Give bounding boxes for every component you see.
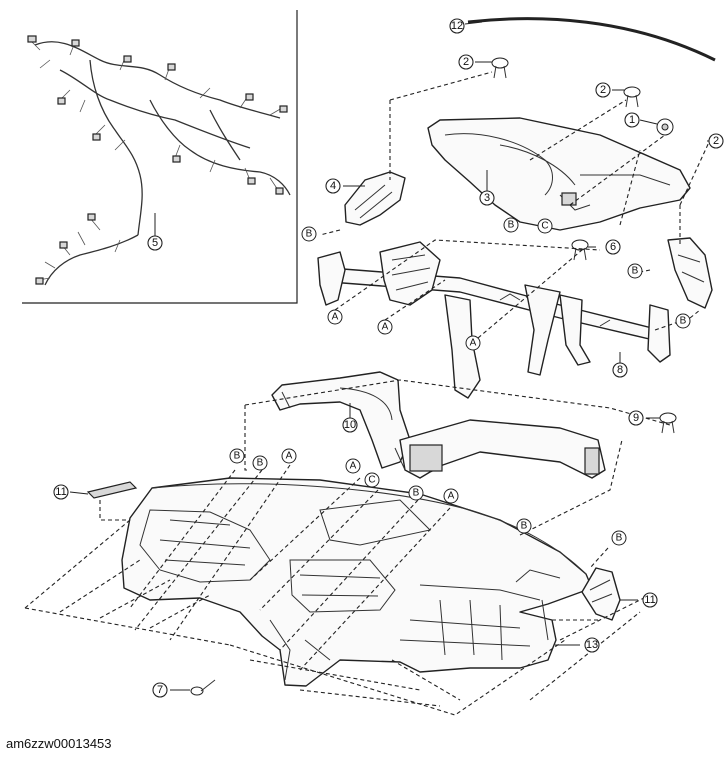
ref-a-5: A: [345, 458, 361, 474]
callout-11-right-label: 11: [644, 594, 655, 606]
dashboard: [121, 477, 593, 687]
svg-text:B: B: [508, 220, 515, 231]
svg-text:A: A: [332, 312, 339, 323]
callout-4: 4: [325, 178, 341, 194]
clip-2-b: [623, 86, 641, 108]
ref-b-6: B: [252, 455, 268, 471]
svg-text:C: C: [541, 221, 548, 232]
callout-2b-label: 2: [600, 84, 606, 96]
callout-13: 13: [584, 637, 600, 653]
center-ducts: [271, 371, 606, 479]
clip-2-a: [491, 57, 509, 79]
callout-2a-label: 2: [463, 56, 469, 68]
ref-b-7: B: [408, 485, 424, 501]
ref-b-3: B: [627, 263, 643, 279]
bracket-4: [343, 171, 406, 226]
side-trim-left: [69, 481, 138, 499]
ref-b-5: B: [229, 448, 245, 464]
wiring-harness: [27, 35, 291, 286]
callout-1-label: 1: [629, 114, 635, 126]
svg-text:A: A: [448, 491, 455, 502]
svg-text:A: A: [382, 322, 389, 333]
svg-text:B: B: [257, 458, 264, 469]
callout-9: 9: [628, 410, 644, 426]
callout-2-c: 2: [708, 133, 724, 149]
callout-3-label: 3: [484, 192, 490, 204]
svg-text:B: B: [306, 229, 313, 240]
callout-13-label: 13: [586, 639, 598, 651]
svg-text:C: C: [368, 475, 375, 486]
svg-text:A: A: [286, 451, 293, 462]
ref-a-2: A: [377, 319, 393, 335]
callout-8-label: 8: [617, 364, 623, 376]
part-12-strip: [467, 17, 716, 62]
ref-b-4: B: [675, 313, 691, 329]
svg-text:B: B: [680, 316, 687, 327]
svg-text:A: A: [350, 461, 357, 472]
callout-2c-label: 2: [713, 135, 719, 147]
ref-c-2: C: [364, 472, 380, 488]
svg-text:B: B: [234, 451, 241, 462]
callout-3: 3: [479, 190, 495, 206]
callout-8: 8: [612, 362, 628, 378]
callout-7: 7: [152, 682, 168, 698]
svg-text:B: B: [632, 266, 639, 277]
callout-2-b: 2: [595, 82, 611, 98]
callout-6: 6: [605, 239, 621, 255]
svg-text:B: B: [521, 521, 528, 532]
callout-11-right: 11: [642, 592, 658, 608]
clips: [170, 57, 712, 696]
callout-11-left-label: 11: [55, 486, 66, 498]
callout-5: 5: [147, 235, 163, 251]
ref-a-4: A: [281, 448, 297, 464]
ref-c-1: C: [537, 218, 553, 234]
svg-text:B: B: [616, 533, 623, 544]
ref-a-1: A: [327, 309, 343, 325]
svg-text:B: B: [413, 488, 420, 499]
ref-a-6: A: [443, 488, 459, 504]
harness-inset-frame: [22, 10, 298, 304]
steering-support-member: [317, 241, 671, 399]
svg-text:A: A: [470, 338, 477, 349]
ref-b-9: B: [611, 530, 627, 546]
ref-a-3: A: [465, 335, 481, 351]
callout-11-left: 11: [53, 484, 69, 500]
callout-5-label: 5: [152, 237, 158, 249]
callout-6-label: 6: [610, 241, 616, 253]
ref-b-2: B: [503, 217, 519, 233]
callout-2-a: 2: [458, 54, 474, 70]
callout-12-label: 12: [451, 20, 463, 32]
callout-7-label: 7: [157, 684, 163, 696]
callout-10: 10: [342, 417, 358, 433]
clip-6: [571, 239, 589, 261]
figure-id: am6zzw00013453: [6, 736, 112, 751]
callout-9-label: 9: [633, 412, 639, 424]
callout-12: 12: [449, 18, 465, 34]
clip-7: [190, 679, 216, 696]
bracket-right: [667, 237, 713, 309]
clip-1: [656, 118, 674, 136]
callout-1: 1: [624, 112, 640, 128]
assembly-lines: [24, 71, 711, 716]
side-trim-right: [581, 567, 638, 621]
callout-10-label: 10: [344, 419, 356, 431]
ref-b-1: B: [301, 226, 317, 242]
upper-duct: [427, 117, 691, 231]
callout-4-label: 4: [330, 180, 336, 192]
ref-b-8: B: [516, 518, 532, 534]
